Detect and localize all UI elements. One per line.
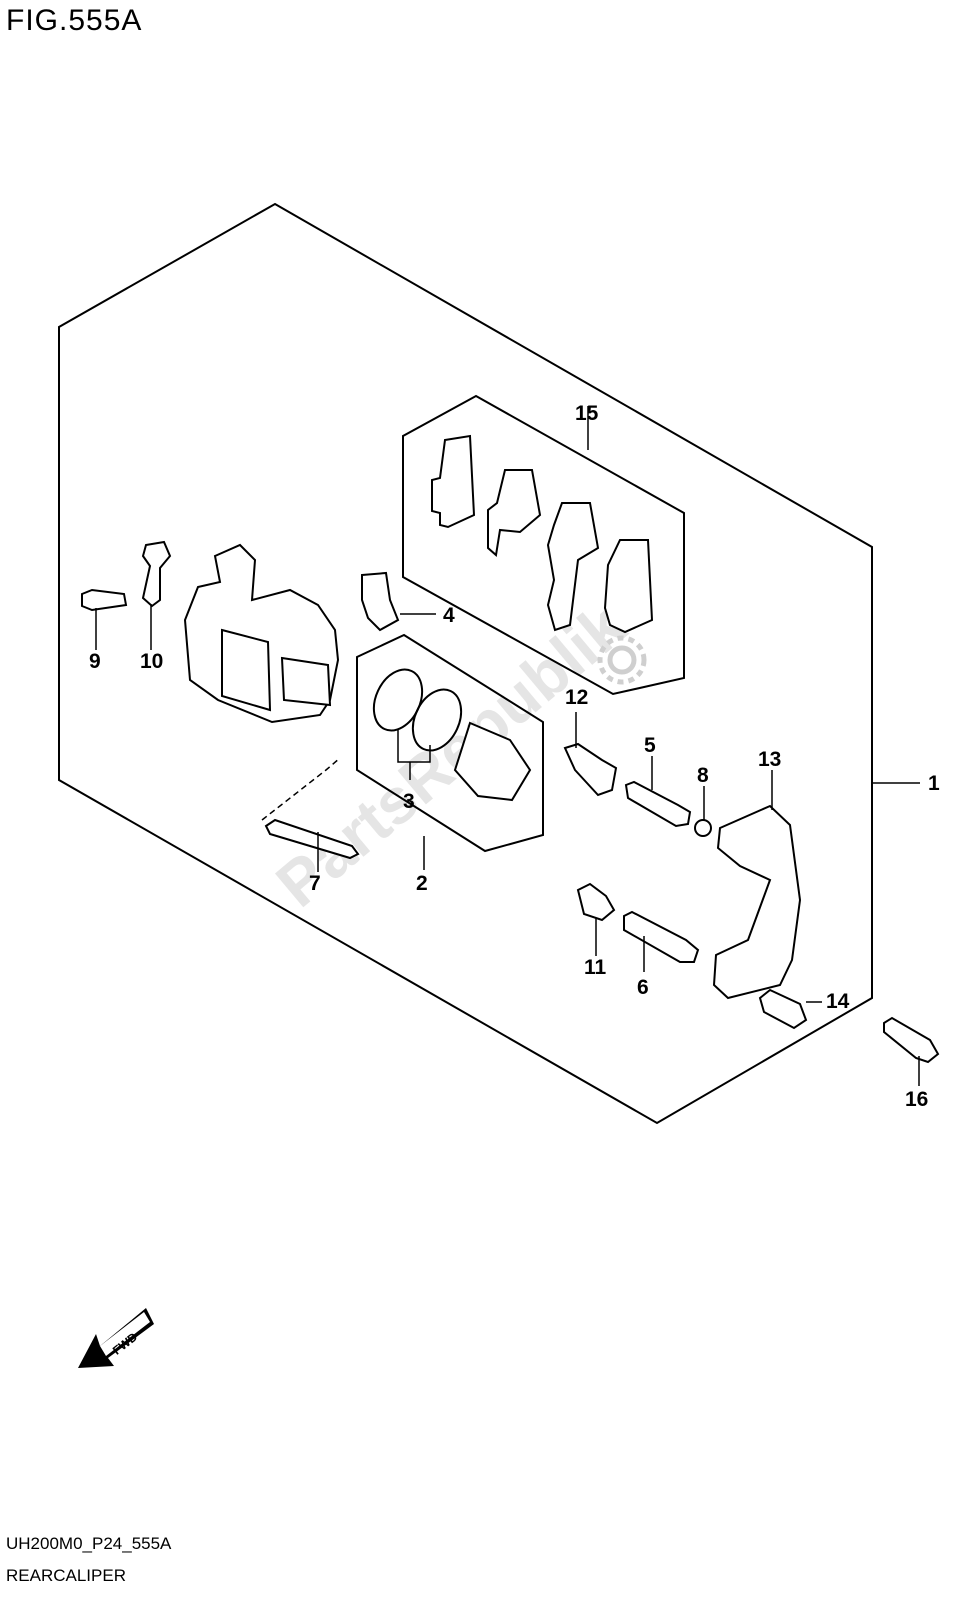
sleeve-14	[758, 988, 808, 1030]
diagram-caption: REARCALIPER	[6, 1566, 126, 1585]
callout-1: 1	[928, 772, 940, 795]
callout-14: 14	[826, 990, 850, 1013]
pad-spring	[361, 571, 400, 632]
piston-set-outline	[356, 633, 544, 853]
pad-set-outline	[402, 394, 685, 696]
bleeder-screw	[81, 588, 128, 612]
pad-shim-left	[431, 434, 476, 529]
callout-6: 6	[637, 976, 649, 999]
callout-3: 3	[403, 790, 415, 813]
piston-seal	[372, 668, 424, 732]
watermark-gear-icon	[597, 635, 647, 685]
boot-11	[576, 882, 616, 922]
pin-7	[264, 818, 360, 860]
pin-bolt-parts	[264, 742, 940, 1064]
callout-16: 16	[905, 1088, 928, 1111]
callout-9: 9	[89, 650, 101, 673]
callout-5: 5	[644, 734, 656, 757]
bolt-5	[624, 780, 692, 828]
pad-shim-right	[603, 539, 654, 634]
washer-8	[694, 819, 712, 837]
bleeder-cap	[141, 540, 172, 608]
boot-12	[563, 742, 618, 797]
callout-13: 13	[758, 748, 781, 771]
pad-right	[546, 502, 600, 632]
callout-10: 10	[140, 650, 163, 673]
diagram-code: UH200M0_P24_555A	[6, 1534, 172, 1553]
callout-2: 2	[416, 872, 428, 895]
callout-15: 15	[575, 402, 599, 425]
caliper-body	[183, 543, 340, 724]
dust-seal	[411, 688, 463, 752]
figure-title: FIG.555A	[6, 4, 143, 37]
caliper-bracket	[712, 804, 802, 1000]
callout-11: 11	[584, 956, 607, 979]
seal-piston-parts	[372, 668, 532, 802]
bolt-6	[623, 910, 700, 963]
callout-4: 4	[443, 604, 455, 627]
piston	[453, 721, 532, 802]
bleeder-parts	[81, 540, 172, 612]
callout-7: 7	[309, 872, 321, 895]
assembly-outline	[58, 202, 873, 1125]
leader-lines	[95, 406, 920, 1086]
brake-pad-parts	[431, 434, 654, 634]
bolt-16	[883, 1016, 940, 1064]
callout-8: 8	[697, 764, 709, 787]
callout-12: 12	[565, 686, 588, 709]
pad-left	[487, 469, 542, 557]
fwd-arrow-icon: FWD	[78, 1308, 154, 1368]
